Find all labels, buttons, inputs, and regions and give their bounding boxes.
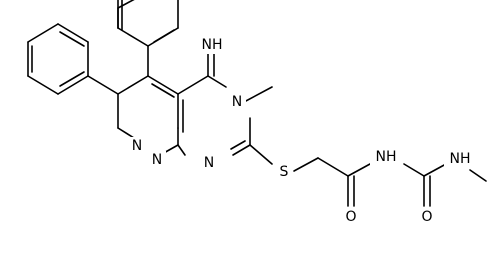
bond <box>27 23 59 43</box>
bond <box>27 75 59 95</box>
bond <box>153 29 175 43</box>
bond <box>403 163 425 177</box>
bond <box>147 75 179 95</box>
carbonyl-o-1-label: O <box>345 209 356 225</box>
bond <box>293 157 319 172</box>
bond <box>117 27 149 47</box>
bond <box>177 75 209 95</box>
bond <box>57 23 89 43</box>
sulfur-label: S <box>280 164 289 180</box>
bonds <box>27 0 487 207</box>
imine-nh-label: NH <box>202 37 223 53</box>
terminal-nh-label: NH <box>450 151 471 167</box>
bond <box>243 86 273 103</box>
bond <box>59 31 85 47</box>
bond <box>207 75 227 88</box>
bond <box>249 144 273 165</box>
atom-labels: NH N N N N S O NH O NH <box>128 36 476 226</box>
bond <box>177 144 186 156</box>
bond <box>347 163 371 177</box>
bond <box>117 0 135 9</box>
bond <box>117 127 135 139</box>
amide-nh-label: NH <box>376 149 397 165</box>
pyridazine-n-upper-label: N <box>132 138 142 154</box>
bond <box>423 163 447 177</box>
pyrimidine-n-bottom-label: N <box>204 155 214 171</box>
bond <box>469 169 487 182</box>
bond <box>230 140 246 150</box>
bond <box>317 157 349 177</box>
bond <box>57 75 89 95</box>
bond <box>117 75 149 95</box>
ring-n-methyl-label: N <box>232 94 242 110</box>
bond <box>87 75 119 95</box>
bond <box>232 144 251 156</box>
bond <box>151 83 175 98</box>
carbonyl-o-2-label: O <box>421 209 432 225</box>
pyridazine-n-lower-label: N <box>152 152 162 168</box>
bond <box>59 71 85 87</box>
